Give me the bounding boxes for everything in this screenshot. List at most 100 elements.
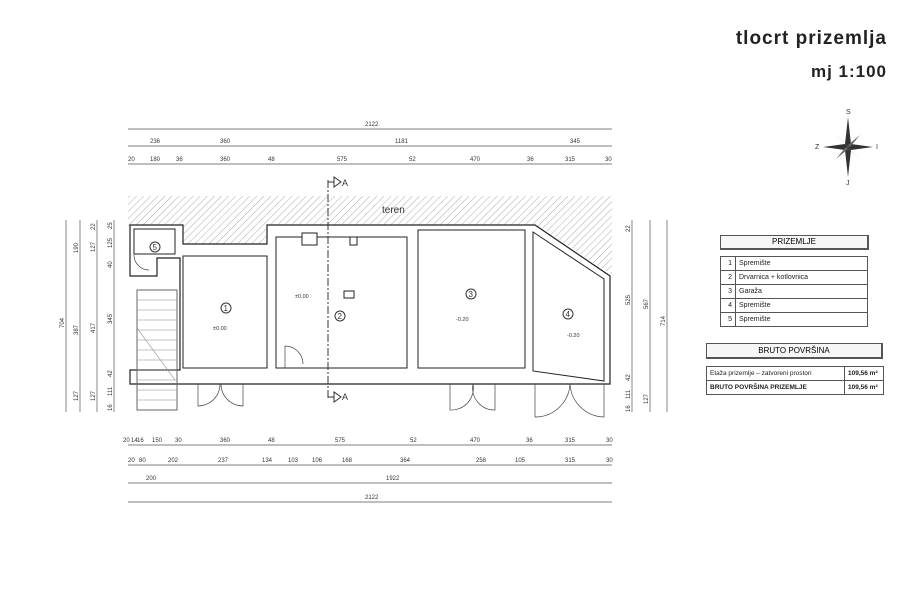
room-2 (275, 236, 408, 369)
svg-text:30: 30 (175, 438, 182, 444)
svg-text:134: 134 (262, 458, 273, 464)
svg-text:190: 190 (74, 242, 80, 253)
room-number: 2 (338, 312, 343, 321)
svg-text:20: 20 (128, 458, 135, 464)
svg-text:237: 237 (218, 458, 229, 464)
svg-text:150: 150 (152, 438, 163, 444)
svg-text:1922: 1922 (386, 476, 400, 482)
svg-text:16: 16 (626, 405, 632, 412)
room-5 (133, 228, 176, 255)
bottom-dimensions: 20 14 16 150 30 360 48 575 52 470 36 315… (123, 438, 613, 503)
svg-text:200: 200 (146, 476, 157, 482)
area-header: BRUTO POVRŠINA (706, 343, 883, 359)
drawing-scale: mj 1:100 (810, 62, 887, 81)
room-4 (532, 231, 605, 382)
svg-text:704: 704 (60, 317, 66, 328)
svg-text:360: 360 (220, 438, 231, 444)
svg-text:20: 20 (128, 157, 135, 163)
svg-text:36: 36 (526, 438, 533, 444)
compass-w: Z (815, 144, 820, 151)
room-number: 5 (153, 243, 158, 252)
svg-text:48: 48 (268, 157, 275, 163)
svg-text:127: 127 (644, 393, 650, 404)
svg-text:2122: 2122 (365, 122, 379, 128)
svg-text:417: 417 (91, 322, 97, 333)
svg-text:40: 40 (108, 261, 114, 268)
section-line: A A (327, 176, 348, 403)
level-mark: ±0.00 (295, 294, 309, 300)
svg-text:236: 236 (150, 139, 161, 145)
svg-text:315: 315 (565, 157, 576, 163)
svg-text:105: 105 (515, 458, 526, 464)
svg-text:387: 387 (74, 324, 80, 335)
svg-text:125: 125 (108, 237, 114, 248)
level-mark: -0.20 (567, 333, 580, 339)
chimney (301, 232, 318, 246)
svg-text:52: 52 (410, 438, 417, 444)
svg-text:20: 20 (123, 438, 130, 444)
svg-text:360: 360 (220, 139, 231, 145)
svg-text:22: 22 (626, 225, 632, 232)
room-numbers: 1 2 3 4 5 (149, 241, 574, 322)
svg-text:575: 575 (335, 438, 346, 444)
svg-text:36: 36 (527, 157, 534, 163)
svg-text:16: 16 (108, 404, 114, 411)
svg-text:30: 30 (606, 458, 613, 464)
compass-s: J (846, 180, 850, 187)
terrain-hatch: teren (128, 196, 612, 275)
room-number: 1 (224, 304, 229, 313)
legend-header: PRIZEMLJE (720, 235, 869, 250)
terrain-label: teren (382, 205, 405, 216)
svg-text:30: 30 (606, 438, 613, 444)
svg-text:14: 14 (131, 438, 138, 444)
compass-e: I (876, 144, 878, 151)
room-number: 4 (566, 310, 571, 319)
svg-text:80: 80 (139, 458, 146, 464)
level-mark: ±0.00 (213, 326, 227, 332)
svg-text:127: 127 (74, 390, 80, 401)
svg-text:42: 42 (626, 374, 632, 381)
svg-text:315: 315 (565, 438, 576, 444)
svg-text:575: 575 (337, 157, 348, 163)
room-1 (182, 255, 268, 369)
section-label-bottom: A (342, 392, 348, 402)
svg-text:106: 106 (312, 458, 323, 464)
svg-text:48: 48 (268, 438, 275, 444)
svg-text:111: 111 (108, 386, 114, 396)
svg-text:567: 567 (644, 298, 650, 309)
svg-text:111: 111 (626, 389, 632, 399)
right-dimensions: 22 525 42 111 16 567 127 714 (626, 220, 668, 412)
svg-text:180: 180 (150, 157, 161, 163)
compass-n: S (846, 109, 851, 116)
svg-text:470: 470 (470, 438, 481, 444)
svg-text:470: 470 (470, 157, 481, 163)
svg-text:360: 360 (220, 157, 231, 163)
svg-text:127: 127 (91, 241, 97, 252)
svg-text:30: 30 (605, 157, 612, 163)
svg-text:364: 364 (400, 458, 411, 464)
drawing-title: tlocrt prizemlja (735, 28, 887, 49)
svg-text:258: 258 (476, 458, 487, 464)
level-marks: ±0.00 ±0.00 -0.20 -0.20 (213, 294, 580, 339)
section-label-top: A (342, 178, 348, 188)
svg-text:345: 345 (570, 139, 581, 145)
svg-text:103: 103 (288, 458, 299, 464)
svg-text:22: 22 (91, 223, 97, 230)
svg-text:525: 525 (626, 294, 632, 305)
svg-text:168: 168 (342, 458, 353, 464)
svg-text:202: 202 (168, 458, 179, 464)
compass-icon: S Z I J (815, 109, 878, 187)
svg-text:2122: 2122 (365, 495, 379, 501)
svg-text:52: 52 (409, 157, 416, 163)
room-number: 3 (469, 290, 474, 299)
